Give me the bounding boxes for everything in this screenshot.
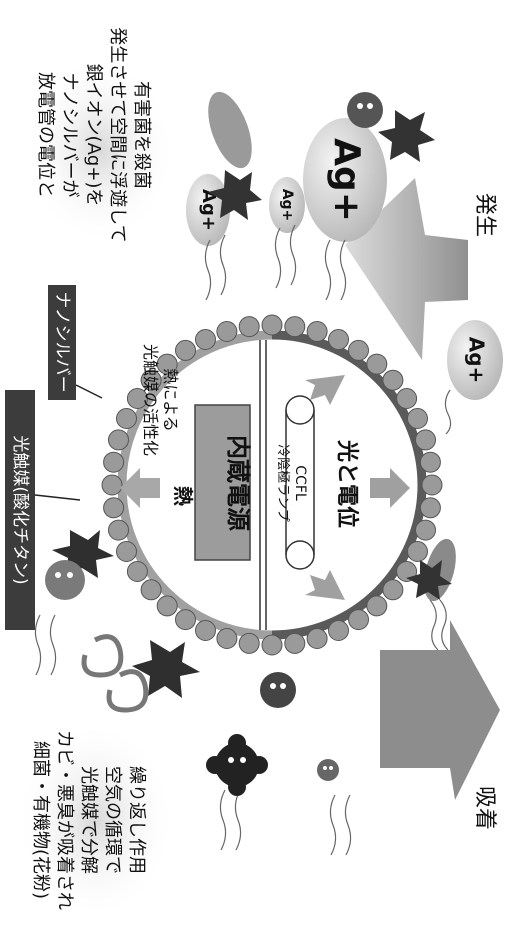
- generate-label: 発生: [472, 193, 497, 237]
- nanosilver-bead: [366, 353, 388, 375]
- nanosilver-bead: [328, 620, 349, 641]
- germ-swirl: [81, 634, 149, 713]
- svg-text:Ag+: Ag+: [326, 138, 367, 222]
- nanosilver-bead: [140, 369, 162, 391]
- ag-bubble-small: Ag+: [269, 177, 305, 233]
- nanosilver-bead: [421, 474, 443, 496]
- nanosilver-bead: [328, 329, 349, 350]
- ag-bubble-large: Ag+: [303, 118, 387, 242]
- nanosilver-bead: [175, 339, 196, 361]
- ag-bubble-right: Ag+: [447, 320, 503, 400]
- internal-power-label: 内蔵電源: [224, 435, 252, 531]
- nanosilver-bead: [261, 314, 283, 336]
- nanosilver-bead: [156, 595, 178, 617]
- svg-text:銀イオン(Ag+)を: 銀イオン(Ag+)を: [83, 64, 104, 207]
- adsorb-label: 吸着: [472, 786, 497, 830]
- right-arrow-bottom: [305, 570, 345, 600]
- heat-label: 熱: [171, 486, 195, 506]
- svg-text:放電管の電位と: 放電管の電位と: [35, 72, 56, 198]
- nanosilver-bead: [195, 329, 216, 350]
- nanosilver-bead: [306, 628, 328, 649]
- germ-face-bottom: [260, 672, 296, 708]
- nanosilver-beads: [101, 314, 443, 656]
- heat-activation-line1: 熱による: [161, 368, 180, 432]
- nanosilver-bead: [396, 388, 418, 409]
- generate-arrow: [345, 178, 468, 360]
- light-potential-label: 光と電位: [334, 439, 360, 528]
- nanosilver-bead: [284, 632, 306, 654]
- top-text-glow: [25, 55, 175, 245]
- top-description: 放電管の電位と ナノシルバーが 銀イオン(Ag+)を 発生させて空間に浮遊して …: [35, 27, 152, 242]
- nanosilver-bead: [415, 429, 436, 451]
- nanosilver-label: ナノシルバー: [52, 291, 72, 392]
- nanosilver-bead: [348, 609, 369, 631]
- nanosilver-bead: [126, 388, 148, 409]
- right-arrow-mid: [370, 468, 410, 508]
- nanosilver-bead: [382, 579, 404, 601]
- right-arrow-top: [305, 375, 345, 405]
- ion-tails: [34, 224, 452, 856]
- svg-text:ナノシルバーが: ナノシルバーが: [59, 72, 80, 197]
- svg-text:カビ・悪臭が吸着され: カビ・悪臭が吸着され: [54, 730, 75, 910]
- nanosilver-bead: [116, 408, 137, 429]
- nanosilver-bead: [175, 609, 196, 631]
- germ-small-spore: [317, 759, 339, 781]
- photocatalyst-leader: [34, 494, 81, 501]
- ccfl-label: CCFL: [292, 465, 308, 501]
- svg-text:有害菌を殺菌: 有害菌を殺菌: [131, 81, 152, 189]
- nanosilver-bead: [348, 339, 369, 361]
- nanosilver-bead: [382, 369, 404, 391]
- svg-text:細菌・有機物(花粉): 細菌・有機物(花粉): [30, 741, 51, 899]
- bottom-text-glow: [15, 720, 175, 920]
- germ-top-center: [208, 91, 262, 220]
- svg-text:空気の循環で: 空気の循環で: [102, 766, 123, 874]
- adsorb-arrow: [380, 620, 500, 800]
- internal-power-box: [194, 404, 251, 561]
- svg-text:繰り返し作用: 繰り返し作用: [126, 766, 147, 874]
- svg-text:Ag+: Ag+: [279, 189, 295, 222]
- germ-bacillus-right: [406, 538, 456, 602]
- germ-flower: [206, 734, 268, 796]
- nanosilver-bead: [415, 519, 436, 541]
- nanosilver-bead: [195, 620, 216, 641]
- nanosilver-bead: [407, 541, 428, 562]
- photocatalyst-label-box: [5, 390, 35, 630]
- ccfl-sublabel: 冷陰極ランプ: [275, 444, 291, 522]
- nanosilver-leader: [75, 384, 103, 399]
- germ-spiky-top: [378, 110, 435, 162]
- svg-text:光触媒で分解: 光触媒で分解: [78, 766, 99, 874]
- svg-text:発生させて空間に浮遊して: 発生させて空間に浮遊して: [107, 27, 128, 242]
- nanosilver-bead: [261, 634, 283, 656]
- heat-activation-line2: 光触媒の活性化: [141, 344, 160, 456]
- nanosilver-bead: [216, 628, 238, 649]
- nanosilver-label-box: [48, 285, 76, 400]
- bottom-description: 細菌・有機物(花粉) カビ・悪臭が吸着され 光触媒で分解 空気の循環で 繰り返し…: [30, 730, 147, 910]
- nanosilver-bead: [108, 519, 129, 541]
- nanosilver-bead: [103, 497, 125, 519]
- nanosilver-bead: [108, 429, 129, 451]
- svg-text:Ag+: Ag+: [465, 337, 489, 384]
- germ-top-right: [347, 92, 383, 128]
- svg-text:Ag+: Ag+: [198, 189, 219, 231]
- nanosilver-bead: [284, 316, 306, 338]
- nanosilver-bead: [366, 595, 388, 617]
- nanosilver-bead: [116, 541, 137, 562]
- photocatalyst-label: 光触媒(酸化チタン): [10, 435, 30, 584]
- nanosilver-bead: [419, 497, 441, 519]
- ccfl-lamp: [285, 395, 315, 570]
- nanosilver-bead: [126, 561, 148, 582]
- nanosilver-bead: [156, 353, 178, 375]
- nanosilver-bead: [101, 474, 123, 496]
- nanosilver-bead: [407, 408, 428, 429]
- nanosilver-bead: [140, 579, 162, 601]
- heat-arrow: [120, 468, 160, 508]
- nanosilver-bead: [306, 321, 328, 342]
- nanosilver-bead: [103, 451, 125, 473]
- nanosilver-bead: [419, 451, 441, 473]
- nanosilver-bead: [216, 321, 238, 342]
- nanosilver-bead: [238, 316, 260, 338]
- germ-face-left: [45, 560, 85, 600]
- nanosilver-bead: [238, 632, 260, 654]
